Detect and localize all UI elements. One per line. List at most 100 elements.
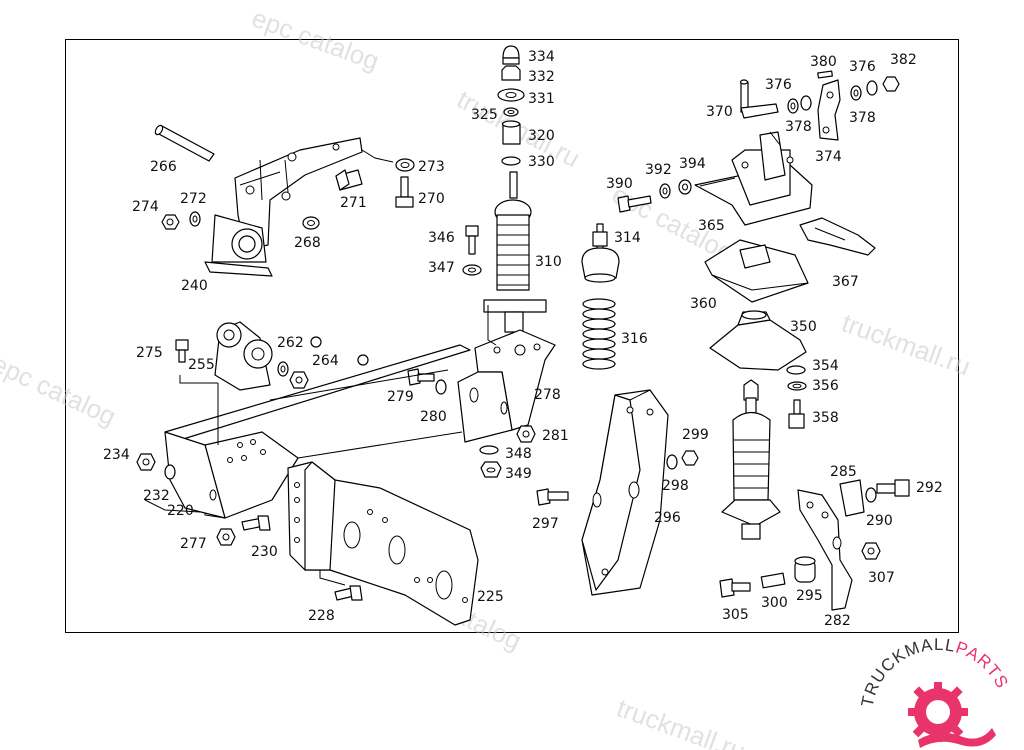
washer-356 <box>787 381 807 391</box>
bolt-292 <box>876 479 910 497</box>
nut-264 <box>289 371 309 389</box>
bracket-296 <box>581 389 669 596</box>
label-274: 274 <box>132 199 159 215</box>
bolt-228 <box>334 585 363 601</box>
leader-225 <box>319 570 346 586</box>
plate-285 <box>839 479 865 517</box>
watermark-epc-top: epc catalog <box>248 2 383 76</box>
label-275: 275 <box>136 345 163 361</box>
watermark-truckmall-bottom: truckmall.ru <box>613 692 750 750</box>
bolt-279 <box>407 368 435 386</box>
label-354: 354 <box>812 358 839 374</box>
bolt-346 <box>465 225 479 255</box>
bolt-305 <box>719 578 751 598</box>
label-310: 310 <box>535 254 562 270</box>
label-365: 365 <box>698 218 725 234</box>
pin-266 <box>154 124 215 162</box>
label-394: 394 <box>679 156 706 172</box>
label-376-left: 376 <box>765 77 792 93</box>
label-382: 382 <box>890 52 917 68</box>
washer-280 <box>435 379 447 395</box>
label-334: 334 <box>528 49 555 65</box>
label-298: 298 <box>662 478 689 494</box>
label-305: 305 <box>722 607 749 623</box>
label-230: 230 <box>251 544 278 560</box>
bolt-230 <box>241 515 271 531</box>
label-266: 266 <box>150 159 177 175</box>
label-360: 360 <box>690 296 717 312</box>
label-270: 270 <box>418 191 445 207</box>
label-320: 320 <box>528 128 555 144</box>
leader-crossmember-long <box>269 369 449 401</box>
truckmall-parts-logo: TRUCKMALLPARTS <box>858 635 1012 748</box>
nut-307 <box>861 542 881 560</box>
label-290: 290 <box>866 513 893 529</box>
label-392: 392 <box>645 162 672 178</box>
label-295: 295 <box>796 588 823 604</box>
cover-plate-360 <box>704 239 809 303</box>
label-296: 296 <box>654 510 681 526</box>
bolt-390 <box>617 195 652 213</box>
icon-washer-262-small <box>310 336 322 348</box>
shift-housing-365 <box>694 131 813 226</box>
bracket-282 <box>797 489 853 611</box>
label-220: 220 <box>167 503 194 519</box>
washer-272 <box>189 211 201 227</box>
bracket-255 <box>214 321 273 391</box>
label-297: 297 <box>532 516 559 532</box>
coil-spring-316 <box>582 298 616 370</box>
bushing-295 <box>794 556 816 583</box>
label-285: 285 <box>830 464 857 480</box>
label-240: 240 <box>181 278 208 294</box>
washer-378-right <box>866 80 878 96</box>
washer-268 <box>302 216 320 230</box>
logo-text-accent: PARTS <box>953 638 1012 692</box>
nut-277 <box>216 528 236 546</box>
washer-232 <box>164 464 176 480</box>
label-307: 307 <box>868 570 895 586</box>
label-316: 316 <box>621 331 648 347</box>
watermark-epc-left: epc catalog <box>0 348 121 431</box>
bolt-270 <box>395 176 414 208</box>
washer-330 <box>501 156 521 166</box>
bolt-271 <box>335 169 363 191</box>
label-299: 299 <box>682 427 709 443</box>
label-376-right: 376 <box>849 59 876 75</box>
gear-icon <box>908 682 996 748</box>
label-271: 271 <box>340 195 367 211</box>
label-356: 356 <box>812 378 839 394</box>
label-234: 234 <box>103 447 130 463</box>
guide-367 <box>799 217 876 256</box>
label-273: 273 <box>418 159 445 175</box>
label-228: 228 <box>308 608 335 624</box>
label-332: 332 <box>528 69 555 85</box>
bolt-275 <box>175 339 189 363</box>
label-279: 279 <box>387 389 414 405</box>
washer-394 <box>678 179 692 195</box>
label-348: 348 <box>505 446 532 462</box>
label-347: 347 <box>428 260 455 276</box>
leader-crossmember-278 <box>297 431 463 459</box>
pin-380 <box>817 70 833 79</box>
ring-325 <box>503 107 519 117</box>
label-350: 350 <box>790 319 817 335</box>
label-346: 346 <box>428 230 455 246</box>
bolt-297 <box>536 488 569 506</box>
label-331: 331 <box>528 91 555 107</box>
nut-382 <box>882 76 900 92</box>
clamp-354 <box>786 365 806 375</box>
leader-255 <box>179 375 218 384</box>
nut-274 <box>161 214 180 230</box>
label-292: 292 <box>916 480 943 496</box>
washer-376-right <box>850 85 862 101</box>
label-281: 281 <box>542 428 569 444</box>
washer-262 <box>277 361 289 377</box>
lever-bracket-240 <box>204 137 363 277</box>
label-367: 367 <box>832 274 859 290</box>
label-278: 278 <box>534 387 561 403</box>
bellow-column-310 <box>483 171 547 333</box>
label-232: 232 <box>143 488 170 504</box>
label-268: 268 <box>294 235 321 251</box>
washer-348 <box>479 445 499 455</box>
washer-376-left <box>787 98 799 114</box>
